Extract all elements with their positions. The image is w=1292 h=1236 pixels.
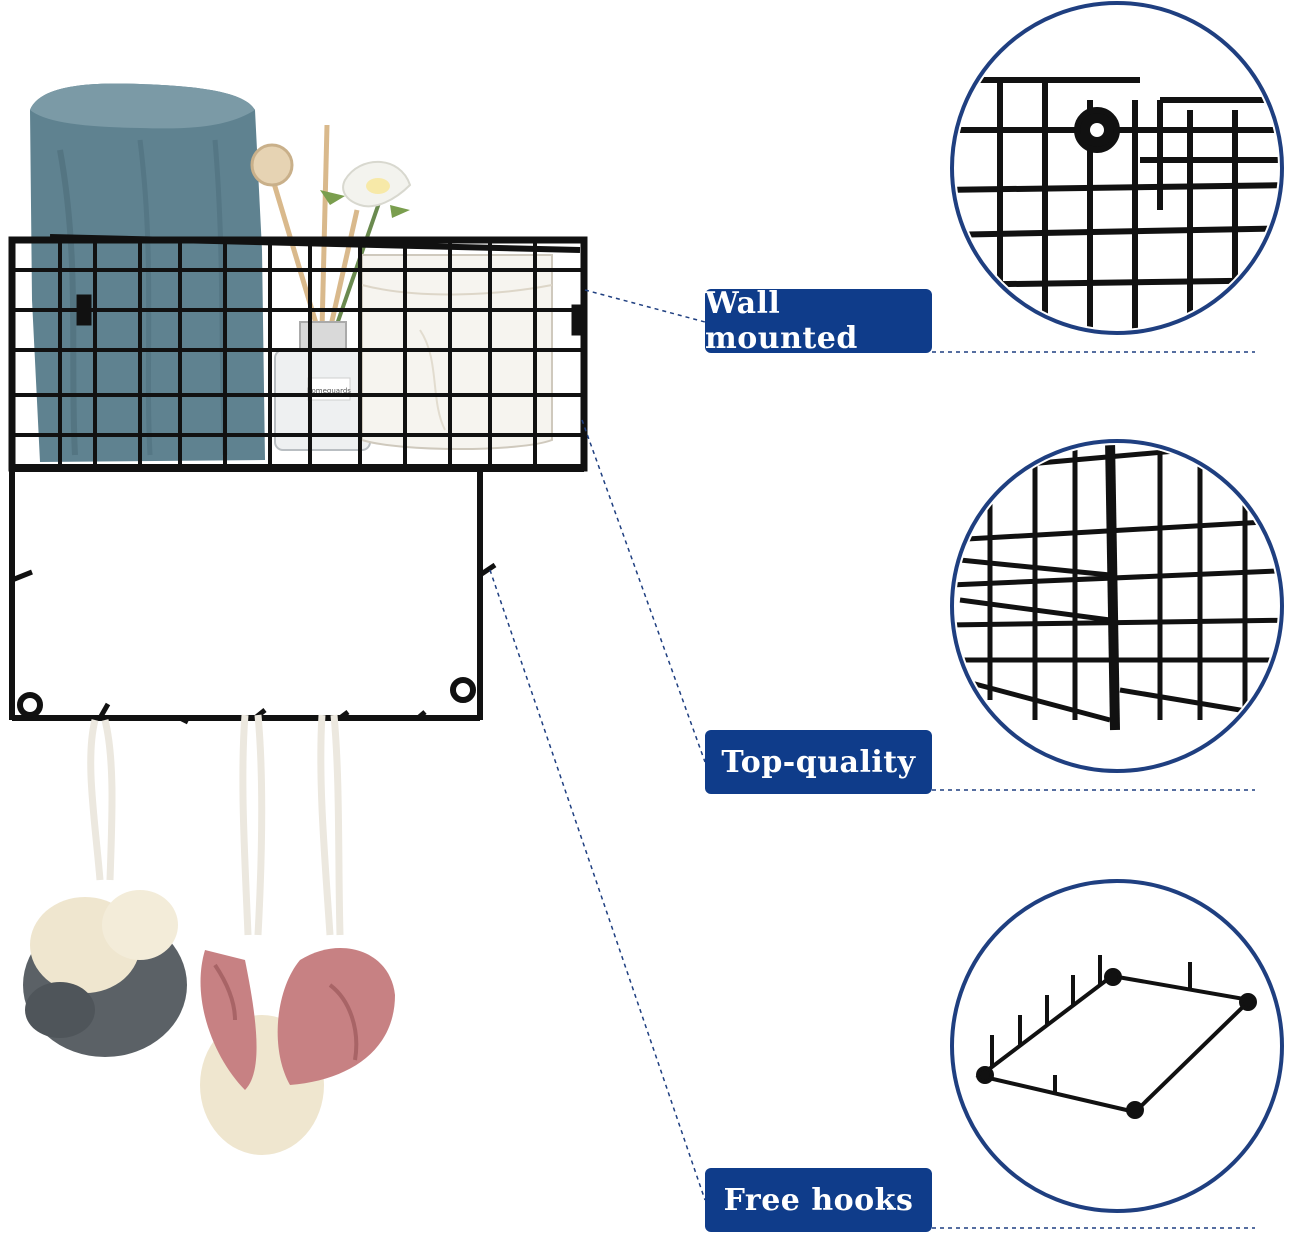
loofahs <box>23 714 395 1155</box>
hook-frame-closeup-icon <box>950 879 1284 1213</box>
feature-label-free-hooks: Free hooks <box>705 1168 932 1232</box>
wire-basket <box>8 234 588 472</box>
welded-wire-corner-closeup-icon <box>950 439 1284 773</box>
wall-bracket-closeup-icon <box>950 1 1284 335</box>
feature-label-top-quality: Top-quality <box>705 730 932 794</box>
jar-label: homeguards <box>307 387 351 395</box>
towel <box>30 83 265 463</box>
leader-lines <box>489 289 1255 1229</box>
towel-rack-frame <box>9 468 497 725</box>
feature-label-wall-mounted: Wall mounted <box>705 286 932 356</box>
